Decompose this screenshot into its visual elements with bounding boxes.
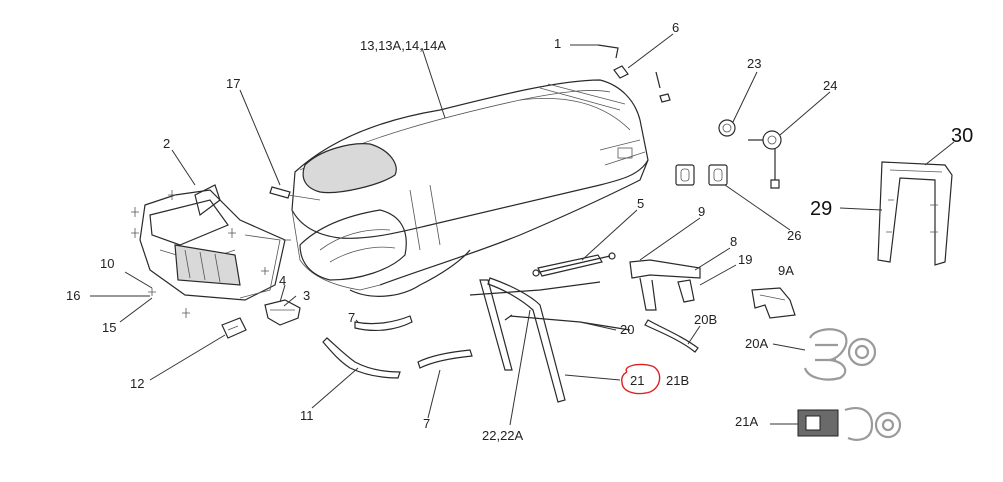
- fuel-cap-parts: [718, 119, 782, 189]
- leader-lines: [90, 33, 955, 426]
- callout-22: 22,22A: [482, 428, 524, 443]
- callout-7-top: 7: [348, 310, 355, 325]
- callout-24: 24: [823, 78, 837, 93]
- plate-parts: [675, 164, 728, 186]
- callout-16: 16: [66, 288, 80, 303]
- callout-13: 13,13A,14,14A: [360, 38, 446, 53]
- seal-profile-20a: [803, 328, 877, 381]
- callout-8: 8: [730, 234, 737, 249]
- callout-26: 26: [787, 228, 801, 243]
- door-frame-rails: [469, 277, 631, 403]
- callout-9a: 9A: [778, 263, 794, 278]
- callout-12: 12: [130, 376, 144, 391]
- callout-15: 15: [102, 320, 116, 335]
- seal-profile-21a: [797, 407, 902, 441]
- fastener-group: [131, 190, 291, 318]
- callout-21b: 21B: [666, 373, 689, 388]
- mounting-brackets: [629, 259, 796, 319]
- callout-1: 1: [554, 36, 561, 51]
- callout-20: 20: [620, 322, 634, 337]
- bolt-parts: [597, 44, 671, 103]
- callout-7-bottom: 7: [423, 416, 430, 431]
- callout-17: 17: [226, 76, 240, 91]
- rear-frame-panel: [877, 161, 953, 266]
- callout-11: 11: [300, 408, 314, 423]
- cab-roof-assembly: [269, 79, 649, 297]
- seal-strips: [322, 315, 473, 379]
- callout-4: 4: [279, 273, 286, 288]
- callout-6: 6: [672, 20, 679, 35]
- callout-21a: 21A: [735, 414, 758, 429]
- front-cowl-assembly: [131, 184, 291, 318]
- callout-2: 2: [163, 136, 170, 151]
- callout-5: 5: [637, 196, 644, 211]
- highlight-circle: [621, 363, 661, 395]
- callout-10: 10: [100, 256, 114, 271]
- callout-9: 9: [698, 204, 705, 219]
- callout-21: 21: [630, 373, 644, 388]
- callout-23: 23: [747, 56, 761, 71]
- gas-strut: [532, 252, 616, 277]
- callout-20a: 20A: [745, 336, 768, 351]
- callout-3: 3: [303, 288, 310, 303]
- callout-labels: 13,13A,14,14A 1 6 17 2 10 16 15 12 4 3 7…: [66, 20, 973, 443]
- latch-bracket-parts: [221, 299, 301, 339]
- callout-30: 30: [951, 125, 973, 147]
- callout-19: 19: [738, 252, 752, 267]
- callout-20b: 20B: [694, 312, 717, 327]
- part-20b: [644, 319, 699, 353]
- callout-29: 29: [810, 198, 832, 220]
